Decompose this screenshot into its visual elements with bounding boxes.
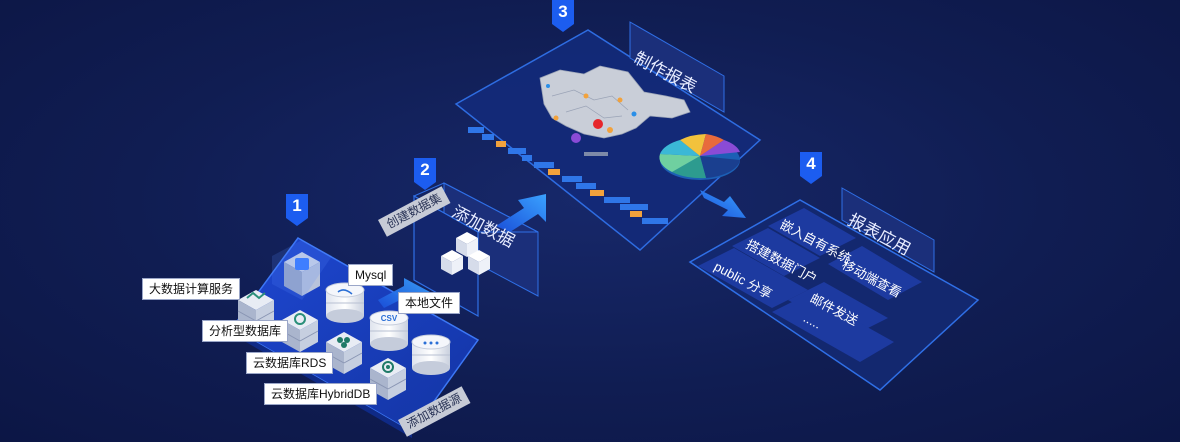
step-4-marker: 4: [800, 152, 822, 184]
china-map-icon: [539, 65, 691, 156]
app-tile-portal[interactable]: [732, 228, 820, 276]
app-tile-email[interactable]: [788, 282, 888, 336]
pie-chart: [659, 134, 740, 180]
rds-label: 云数据库RDS: [246, 352, 334, 374]
mysql-label: Mysql: [348, 264, 394, 286]
step-1-marker: 1: [286, 194, 308, 226]
bar-chart: [468, 127, 668, 224]
analytic-db-icon: [281, 310, 319, 352]
app-tile-embed[interactable]: [768, 208, 856, 256]
step-1-number: 1: [292, 196, 302, 215]
app-tile-mobile[interactable]: [828, 246, 922, 300]
more-db-icon: [411, 334, 451, 375]
bigdata-icon: [272, 240, 332, 300]
report-panel: [454, 21, 762, 251]
local-file-label: 本地文件: [398, 292, 461, 314]
dataset-cubes-icon: [441, 232, 490, 275]
hybriddb-label: 云数据库HybridDB: [264, 383, 378, 405]
arrow-3-to-4: [700, 190, 746, 218]
app-tile-more[interactable]: [772, 294, 894, 362]
step-3-number: 3: [558, 2, 568, 21]
csv-text: CSV: [381, 314, 398, 323]
arrow-2-to-3: [496, 194, 546, 232]
step-3-marker: 3: [552, 0, 574, 32]
rds-icon: [325, 332, 363, 374]
mysql-icon: [325, 282, 365, 323]
report-app-tiles: [698, 208, 922, 362]
step-2-marker: 2: [414, 158, 436, 190]
app-tile-public[interactable]: [698, 248, 808, 308]
step-2-number: 2: [420, 160, 430, 179]
bigdata-label: 大数据计算服务: [142, 278, 241, 300]
csv-file-icon: CSV: [369, 310, 409, 351]
analytic-db-label: 分析型数据库: [202, 320, 289, 342]
step-4-number: 4: [806, 154, 816, 173]
